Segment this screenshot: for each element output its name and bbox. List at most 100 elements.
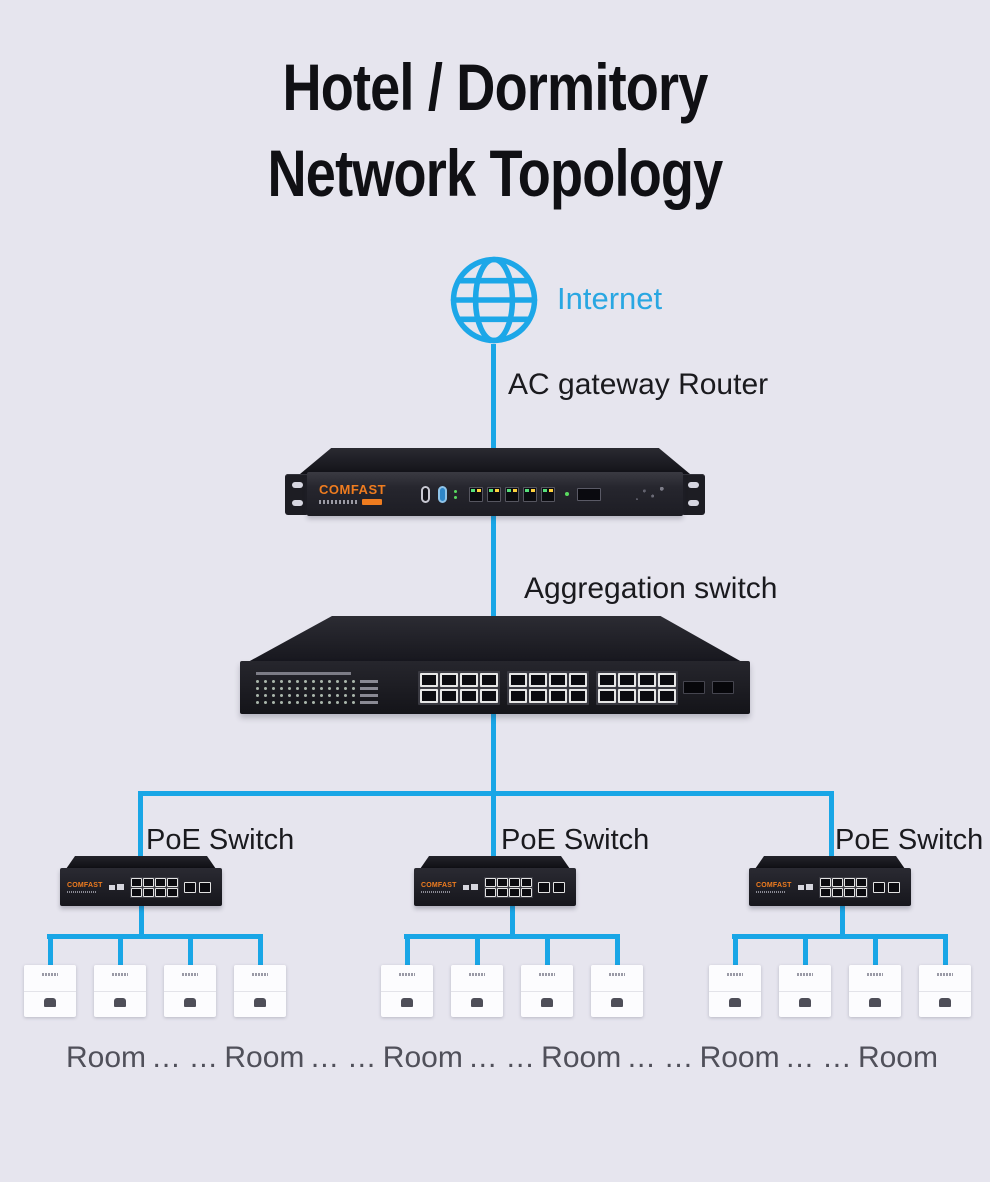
internet-globe-icon	[450, 256, 538, 344]
ethernet-port	[509, 877, 520, 887]
connector-line-drop-middle	[491, 791, 496, 867]
room-label: Room	[699, 1041, 780, 1074]
ap-model-label	[937, 973, 953, 976]
ethernet-port	[497, 877, 508, 887]
comfast-logo: COMFAST	[421, 882, 456, 893]
comfast-logo: COMFAST	[319, 483, 405, 505]
connector-line-g1-stem	[139, 898, 144, 938]
uplink-port	[538, 881, 550, 893]
ethernet-port	[460, 672, 478, 687]
poe-port-block	[484, 876, 533, 898]
ethernet-port	[658, 672, 676, 687]
ethernet-port	[529, 688, 547, 703]
ellipsis-label: ... ...	[469, 1041, 535, 1074]
ap-model-label	[867, 973, 883, 976]
router-top-face	[300, 448, 690, 474]
led-panel	[256, 671, 406, 704]
ethernet-port	[832, 887, 843, 897]
rj45-jack-icon	[471, 998, 483, 1007]
aggregation-switch-label: Aggregation switch	[524, 572, 778, 605]
ethernet-port	[844, 887, 855, 897]
rj45-jack-icon	[939, 998, 951, 1007]
room-row: Room ... ... Room ... ... Room ... ... R…	[66, 1041, 938, 1075]
connector-line-trunk	[491, 344, 496, 793]
ethernet-port	[167, 887, 178, 897]
ethernet-port	[549, 688, 567, 703]
rack-ear-left	[285, 474, 309, 515]
room-label: Room	[857, 1041, 938, 1074]
router-label: AC gateway Router	[508, 368, 769, 401]
poe-switch-front-panel: COMFAST	[749, 868, 911, 906]
ethernet-port	[131, 877, 142, 887]
connector-line-g2-ap2	[475, 934, 480, 970]
ethernet-port	[440, 672, 458, 687]
bottom-white-strip	[0, 1182, 990, 1190]
ethernet-port-block	[418, 670, 678, 705]
connector-line-g3-ap2	[803, 934, 808, 970]
uplink-port	[873, 881, 885, 893]
internet-label: Internet	[557, 281, 663, 316]
ap-model-label	[609, 973, 625, 976]
wall-ap-device	[234, 965, 286, 1017]
ethernet-ports	[469, 486, 555, 502]
ethernet-port	[420, 672, 438, 687]
connector-line-g2-horizontal	[404, 934, 620, 939]
rj45-jack-icon	[254, 998, 266, 1007]
aggregation-switch-front-panel	[240, 661, 750, 714]
rack-ear-right	[681, 474, 705, 515]
page-title: Hotel / Dormitory Network Topology	[0, 44, 990, 216]
rj45-jack-icon	[114, 998, 126, 1007]
rj45-jack-icon	[799, 998, 811, 1007]
port-group-2	[507, 670, 589, 705]
usb-port-icon	[421, 485, 430, 503]
title-line-2: Network Topology	[267, 136, 724, 210]
sfp-ports	[683, 681, 734, 694]
ethernet-port	[638, 688, 656, 703]
ethernet-port	[820, 877, 831, 887]
brand-name: COMFAST	[756, 881, 792, 889]
aggregation-switch-device	[240, 616, 750, 714]
ethernet-port	[832, 877, 843, 887]
usb3-port-icon	[438, 485, 447, 503]
ellipsis-label: ... ...	[627, 1041, 694, 1074]
uplink-ports	[184, 881, 211, 893]
poe-switch-label-3: PoE Switch	[835, 824, 984, 856]
ethernet-port	[143, 887, 154, 897]
ac-gateway-router-device: COMFAST	[285, 448, 705, 516]
title-line-1: Hotel / Dormitory	[282, 50, 708, 124]
wall-ap-device	[521, 965, 573, 1017]
rj45-jack-icon	[184, 998, 196, 1007]
ethernet-port	[569, 688, 587, 703]
ethernet-port	[844, 877, 855, 887]
ethernet-port	[485, 877, 496, 887]
model-badge	[319, 498, 405, 505]
indicator-block	[463, 884, 478, 890]
wall-ap-device	[591, 965, 643, 1017]
ethernet-port	[460, 688, 478, 703]
ethernet-port	[820, 887, 831, 897]
connector-line-g1-ap3	[188, 934, 193, 970]
ethernet-port	[485, 887, 496, 897]
brand-name: COMFAST	[67, 881, 103, 889]
comfast-logo: COMFAST	[67, 881, 103, 893]
connector-line-g3-ap3	[873, 934, 878, 970]
ethernet-port	[856, 877, 867, 887]
ap-model-label	[539, 973, 555, 976]
connector-line-g3-stem	[840, 898, 845, 938]
poe-switch-front-panel: COMFAST	[60, 868, 222, 906]
sfp-port	[712, 681, 734, 694]
poe-switch-front-panel: COMFAST	[414, 868, 576, 906]
ap-model-label	[399, 973, 415, 976]
ethernet-port	[856, 887, 867, 897]
sfp-port	[683, 681, 705, 694]
room-label: Room	[382, 1041, 463, 1074]
port-group-3	[596, 670, 678, 705]
ap-model-label	[797, 973, 813, 976]
poe-switch-device-3: COMFAST	[749, 856, 911, 906]
ellipsis-label: ... ...	[152, 1041, 218, 1074]
ethernet-port	[480, 672, 498, 687]
wall-ap-device	[24, 965, 76, 1017]
poe-switch-device-1: COMFAST	[60, 856, 222, 906]
poe-switch-top-face	[66, 856, 216, 869]
